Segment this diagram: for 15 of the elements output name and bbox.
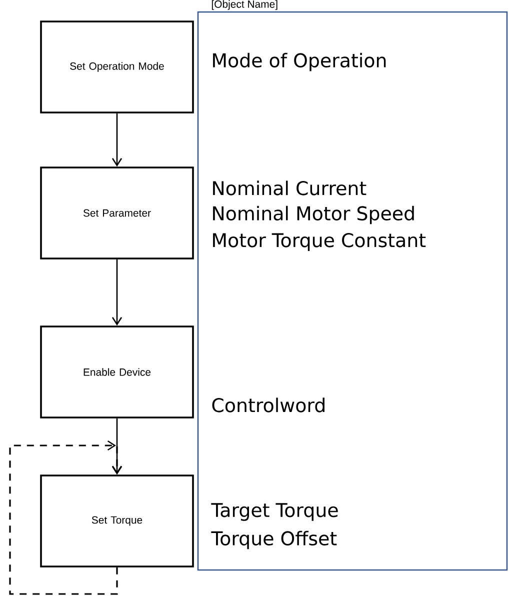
object-name: Motor Torque Constant [213,233,426,251]
object-name: Target Torque [211,503,338,521]
arrow [112,259,122,326]
object-name: Controlword [212,398,324,412]
object-name: Nominal Motor Speed [213,206,414,224]
arrow [9,440,122,595]
object-name: Torque Offset [211,530,337,550]
process-box: Enable Device [40,326,194,418]
object-name: Mode of Operation [213,52,386,72]
process-box: Set Parameter [40,166,194,260]
object-name: Nominal Current [213,180,366,196]
process-box: Set Operation Mode [40,20,194,114]
process-box: Set Torque [40,474,194,568]
arrow [112,113,122,167]
panel-heading: [Object Name] [212,0,278,10]
